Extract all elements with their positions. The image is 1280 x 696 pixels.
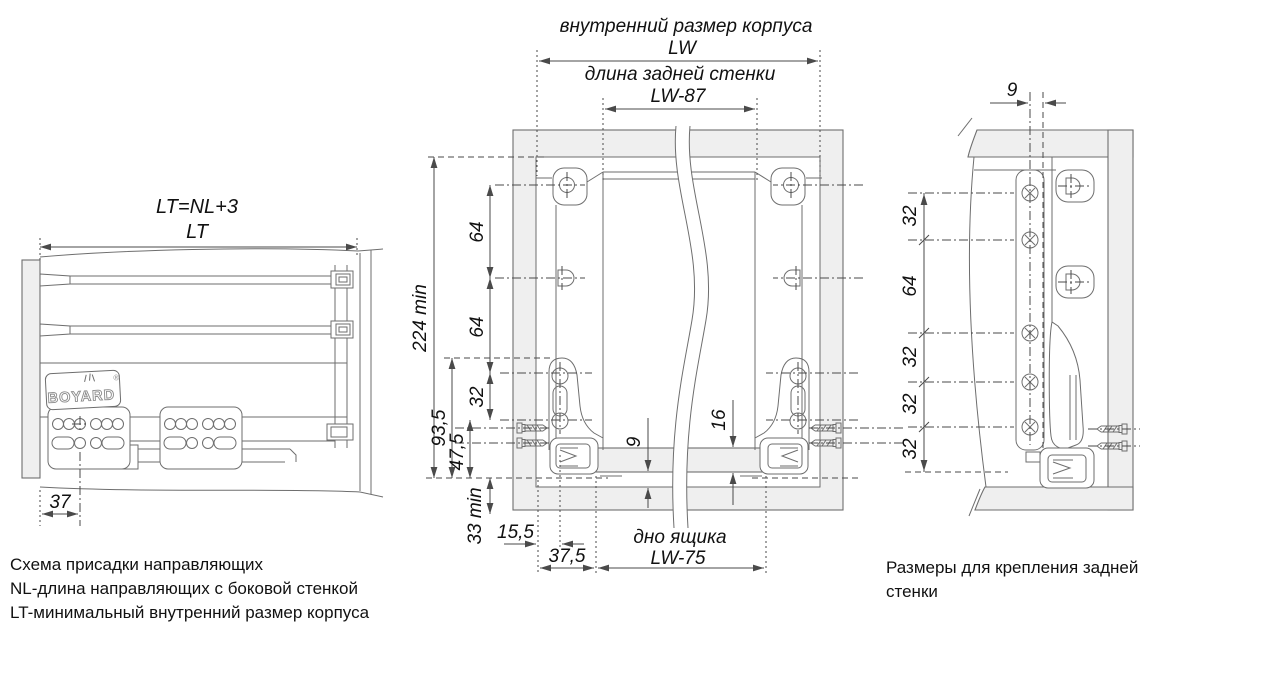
dim-label-drawer-bottom: дно ящика — [633, 527, 726, 548]
dim-label-r32c: 32 — [900, 393, 921, 415]
dim-label-9: 9 — [624, 436, 645, 447]
dim-label-lt: LT — [186, 221, 210, 243]
left-caption: Схема присадки направляющих NL-длина нап… — [10, 553, 430, 625]
dim-label-lw87: LW-87 — [651, 86, 707, 107]
left-caption-line2: NL-длина направляющих с боковой стенкой — [10, 579, 359, 599]
middle-diagram: внутренний размер корпуса LW длина задне… — [410, 16, 903, 575]
dim-label-37-5: 37,5 — [549, 546, 586, 567]
dim-label-lw75: LW-75 — [651, 548, 706, 569]
back-wall-left-assembly — [455, 167, 680, 475]
left-diagram: BOYARD ® LT=NL+3 LT 37 — [21, 196, 384, 526]
dim-label-lw: LW — [668, 38, 698, 59]
brand-logo-text: BOYARD — [47, 387, 115, 407]
dim-label-64b: 64 — [467, 316, 488, 337]
dim-label-r32d: 32 — [900, 438, 921, 460]
dim-label-r32a: 32 — [900, 205, 921, 227]
dim-label-inner-size: внутренний размер корпуса — [560, 16, 813, 37]
dim-label-37: 37 — [49, 492, 72, 513]
dim-label-64a: 64 — [467, 221, 488, 242]
dim-label-back-wall: длина задней стенки — [585, 64, 776, 85]
dim-label-r64: 64 — [900, 275, 921, 296]
right-diagram: 9 32 64 32 32 32 — [900, 80, 1140, 517]
dim-label-47-5: 47,5 — [447, 433, 468, 470]
dim-label-r32b: 32 — [900, 346, 921, 368]
registered-mark: ® — [113, 373, 119, 382]
right-caption: Размеры для крепления задней стенки — [886, 556, 1166, 604]
drill-plate-2 — [159, 406, 243, 470]
dim-label-32: 32 — [467, 386, 488, 408]
dim-label-right-9: 9 — [1007, 80, 1018, 101]
brand-plate: BOYARD ® — [44, 369, 122, 411]
left-caption-line1: Схема присадки направляющих — [10, 555, 264, 574]
dim-label-16: 16 — [709, 409, 730, 431]
dim-label-15-5: 15,5 — [497, 522, 534, 543]
right-caption-line1: Размеры для крепления задней — [886, 558, 1139, 577]
right-caption-line2: стенки — [886, 582, 938, 602]
left-caption-line3: LT-минимальный внутренний размер корпуса — [10, 603, 370, 623]
dim-label-224min: 224 min — [410, 284, 431, 353]
dim-label-33min: 33 min — [465, 487, 486, 544]
dim-label-93-5: 93,5 — [429, 409, 450, 446]
dim-label-formula: LT=NL+3 — [156, 196, 238, 218]
drill-plate-1 — [47, 406, 131, 470]
